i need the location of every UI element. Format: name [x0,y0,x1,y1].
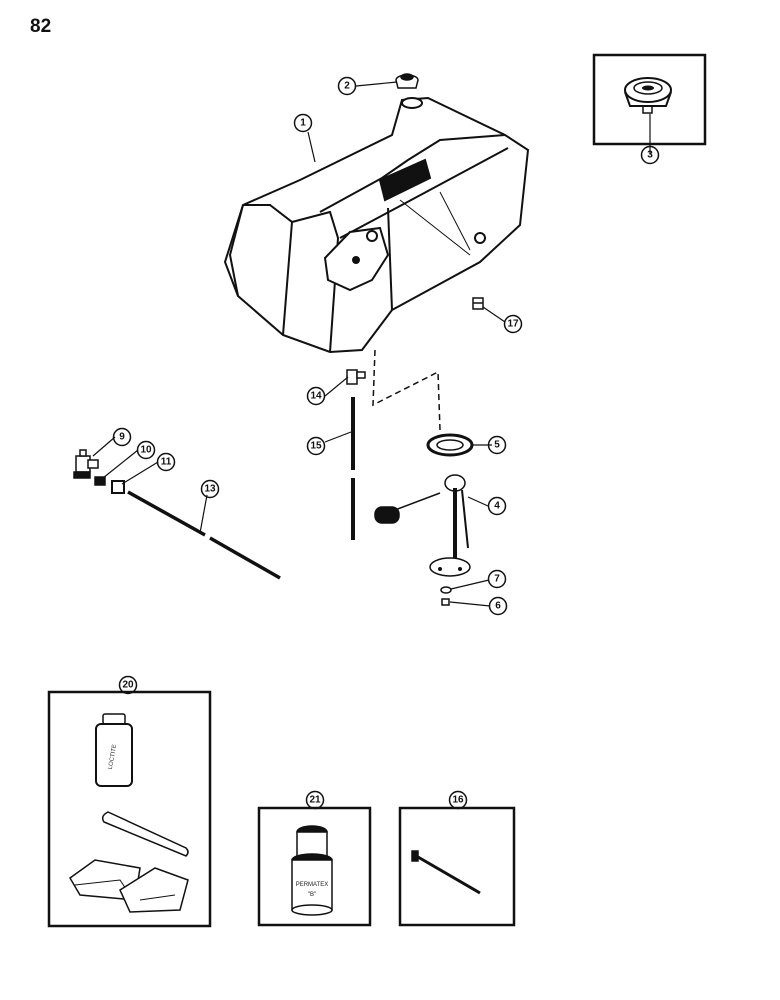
callout-7: 7 [487,569,507,589]
permatex-can [291,825,333,916]
svg-text:"B": "B" [308,892,316,898]
callout-21: 21 [305,790,325,810]
callout-13: 13 [200,479,220,499]
callout-9: 9 [112,427,132,447]
gasket-ring [426,433,474,457]
sealant-bottle: LOCTITE [95,713,133,787]
svg-text:3: 3 [647,150,653,161]
fuel-cap [395,73,419,89]
screw [441,598,450,606]
svg-text:6: 6 [495,601,501,612]
shutoff-valve [73,449,99,479]
svg-text:20: 20 [122,680,134,691]
callout-6: 6 [488,596,508,616]
callout-11: 11 [156,452,176,472]
callout-17: 17 [503,314,523,334]
svg-text:16: 16 [452,795,464,806]
ferrule-nut [111,480,125,494]
callout-4: 4 [487,496,507,516]
svg-text:21: 21 [309,795,321,806]
tie-strap-box [398,806,516,927]
callout-1: 1 [293,113,313,133]
callout-10: 10 [136,440,156,460]
callout-5: 5 [487,435,507,455]
svg-text:2: 2 [344,81,350,92]
cleaner-packets [69,859,189,913]
callout-15: 15 [306,436,326,456]
dashed-leader [372,349,441,431]
fuel-tank [223,96,530,354]
callout-2: 2 [337,76,357,96]
callout-3: 3 [640,145,660,165]
svg-text:LOCTITE: LOCTITE [108,744,118,770]
svg-text:13: 13 [204,484,216,495]
lock-washer [440,586,452,594]
page-number: 82 [30,16,52,37]
sending-unit [374,474,471,577]
callout-14: 14 [306,386,326,406]
sealant-kit-box: LOCTITE [47,690,212,928]
svg-text:15: 15 [310,441,322,452]
fuel-line [127,490,281,580]
svg-text:PERMATEX: PERMATEX [296,882,329,888]
elbow-fitting [346,369,366,385]
svg-text:17: 17 [507,319,519,330]
svg-text:11: 11 [161,457,172,468]
svg-text:7: 7 [494,574,500,585]
applicator-stick [101,811,189,857]
callout-16: 16 [448,790,468,810]
svg-text:10: 10 [140,445,152,456]
fitting-adapter [94,476,106,486]
svg-text:9: 9 [119,432,125,443]
svg-text:1: 1 [300,118,306,129]
fitting-plug [472,297,484,310]
svg-text:5: 5 [494,440,500,451]
svg-text:14: 14 [310,391,322,402]
tie-strap [411,850,481,895]
permatex-box: PERMATEX "B" [257,806,372,927]
svg-text:4: 4 [494,501,500,512]
